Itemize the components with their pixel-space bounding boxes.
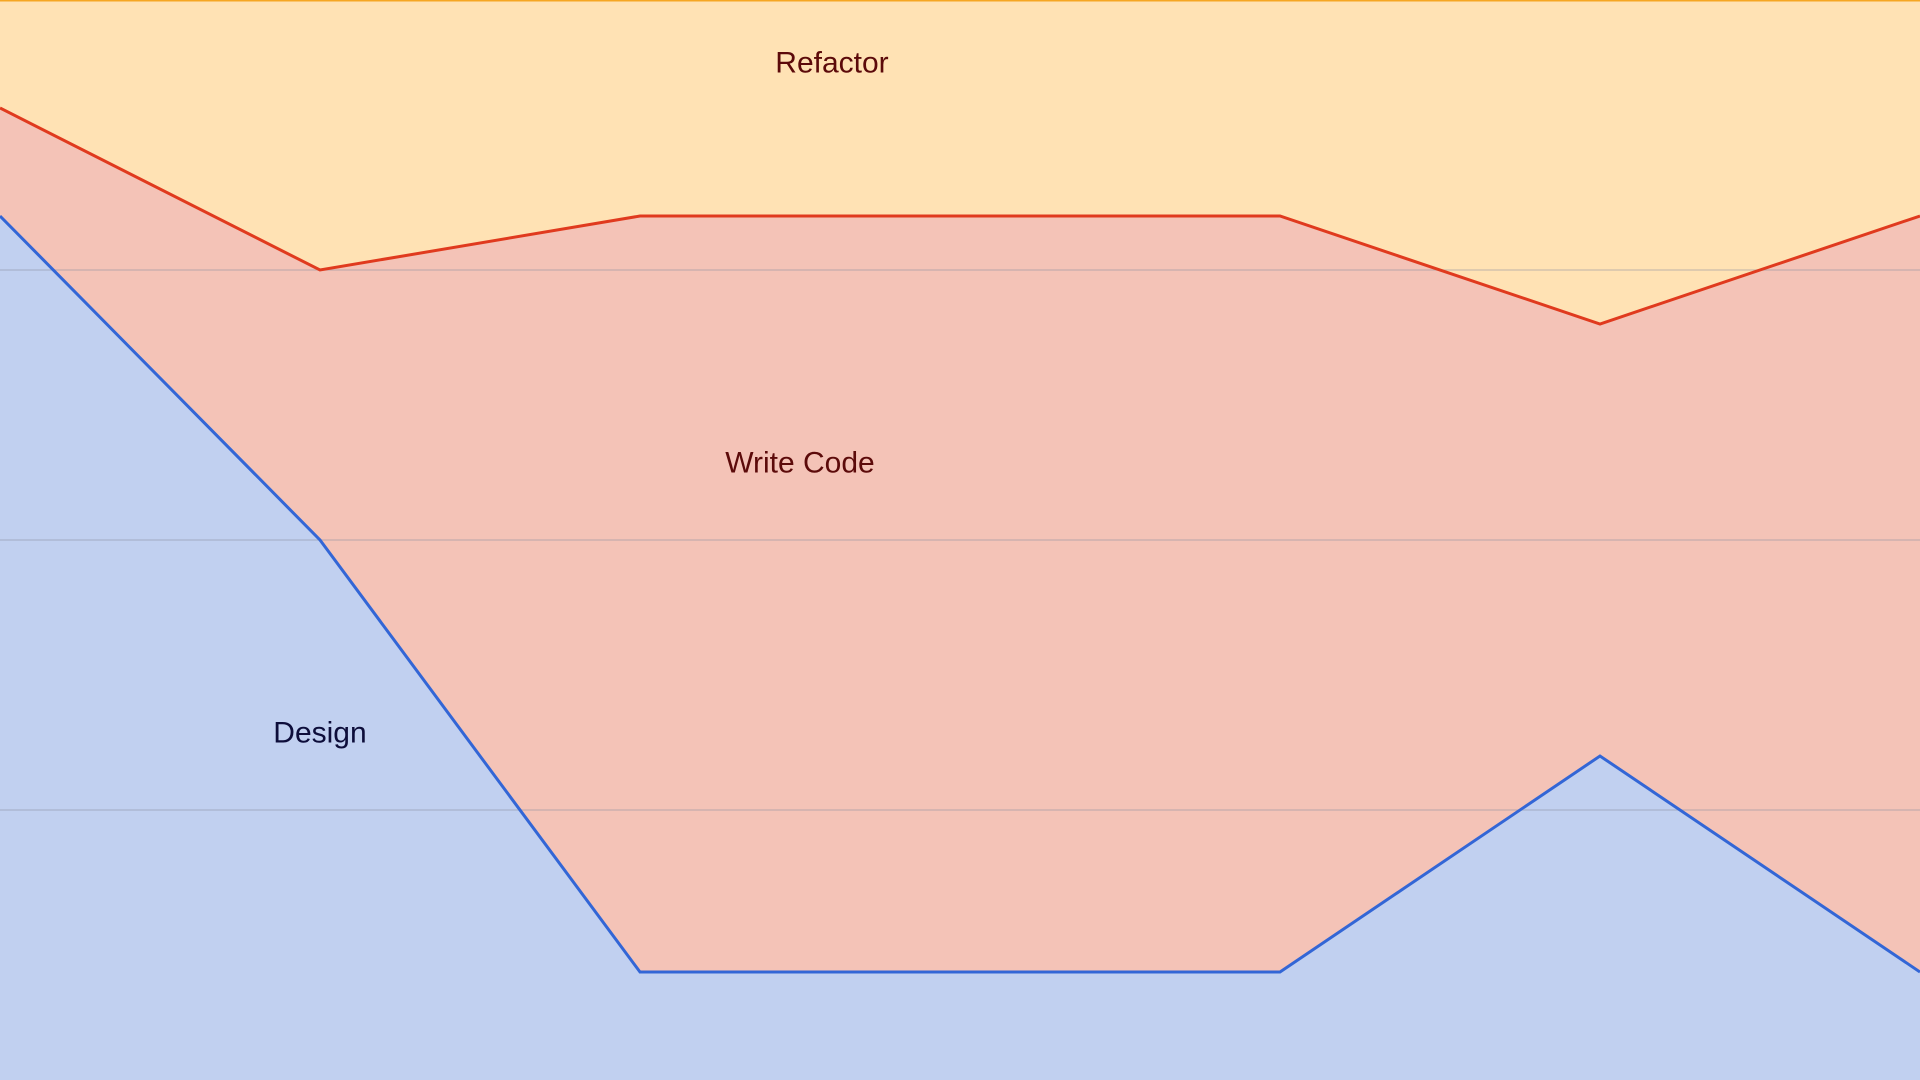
line-design <box>0 214 1920 974</box>
line-write-code <box>0 106 1920 326</box>
label-design: Design <box>273 716 366 749</box>
label-write-code: Write Code <box>725 446 875 479</box>
label-refactor: Refactor <box>775 47 888 80</box>
series-line-layer <box>0 0 1920 974</box>
